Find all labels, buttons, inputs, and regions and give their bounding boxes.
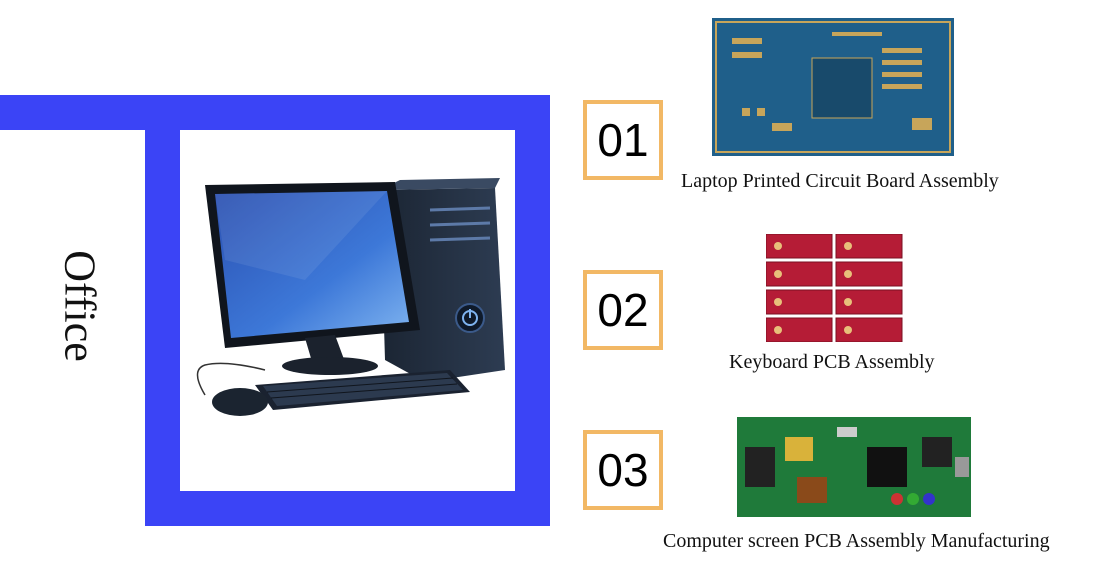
item-number-03: 03	[583, 430, 663, 510]
laptop-pcb-image	[712, 18, 954, 156]
item-number-02: 02	[583, 270, 663, 350]
item-caption-01: Laptop Printed Circuit Board Assembly	[681, 170, 999, 192]
item-caption-03: Computer screen PCB Assembly Manufacturi…	[663, 530, 1050, 552]
frame-right-bar	[515, 95, 550, 526]
item-number-01: 01	[583, 100, 663, 180]
keyboard-pcb-image	[766, 234, 903, 342]
frame-top-bar	[0, 95, 550, 130]
desktop-computer-illustration	[196, 178, 505, 416]
frame-left-bar	[145, 95, 180, 526]
screen-pcb-image	[737, 417, 971, 517]
item-caption-02: Keyboard PCB Assembly	[729, 351, 935, 373]
frame-bottom-bar	[145, 491, 550, 526]
section-label: Office	[55, 250, 105, 362]
